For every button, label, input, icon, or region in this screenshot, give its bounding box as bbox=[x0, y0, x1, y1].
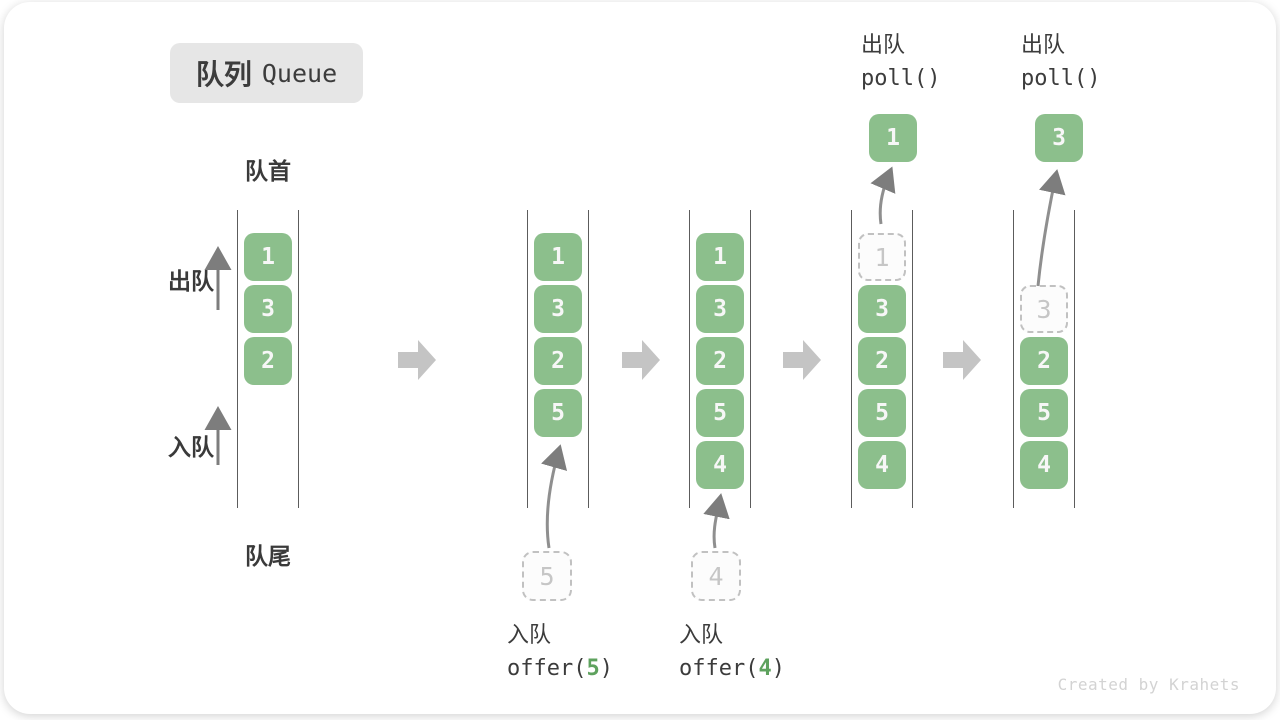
queue-cell: 4 bbox=[1020, 441, 1068, 489]
offer-5-label: 入队 offer(5) bbox=[507, 618, 613, 686]
queue-front-label: 队首 bbox=[245, 158, 291, 184]
diagram-card bbox=[4, 2, 1276, 714]
poll-1-label: 出队 poll() bbox=[861, 28, 940, 96]
offer-4-label: 入队 offer(4) bbox=[679, 618, 785, 686]
poll-1-label-zh: 出队 bbox=[861, 32, 906, 57]
polled-element-3: 3 bbox=[1035, 114, 1083, 162]
poll-3-label-zh: 出队 bbox=[1021, 32, 1066, 57]
queue-cell: 2 bbox=[1020, 337, 1068, 385]
queue-cell: 2 bbox=[696, 337, 744, 385]
queue-cell: 1 bbox=[244, 233, 292, 281]
poll-1-code: poll() bbox=[861, 66, 941, 91]
dequeue-side-label: 出队 bbox=[168, 268, 214, 294]
queue-cell: 3 bbox=[696, 285, 744, 333]
queue-cell: 4 bbox=[696, 441, 744, 489]
queue-cell: 2 bbox=[858, 337, 906, 385]
queue-cell: 3 bbox=[858, 285, 906, 333]
offer-5-label-zh: 入队 bbox=[507, 622, 552, 647]
queue-cell: 2 bbox=[244, 337, 292, 385]
queue-cell: 5 bbox=[696, 389, 744, 437]
queue-cell: 3 bbox=[244, 285, 292, 333]
title-chinese: 队列 bbox=[195, 59, 252, 90]
queue-cell: 1 bbox=[696, 233, 744, 281]
queue-cell: 3 bbox=[1020, 285, 1068, 333]
queue-cell: 3 bbox=[534, 285, 582, 333]
title-english: Queue bbox=[261, 58, 338, 88]
title-box: 队列 Queue bbox=[170, 43, 363, 103]
polled-element-1: 1 bbox=[869, 114, 917, 162]
queue-cell: 4 bbox=[858, 441, 906, 489]
poll-3-code: poll() bbox=[1021, 66, 1101, 91]
queue-cell: 1 bbox=[534, 233, 582, 281]
incoming-element-4: 4 bbox=[691, 551, 741, 601]
enqueue-side-label: 入队 bbox=[168, 434, 214, 460]
offer-5-code: offer(5) bbox=[507, 656, 613, 681]
queue-cell: 2 bbox=[534, 337, 582, 385]
incoming-element-5: 5 bbox=[522, 551, 572, 601]
offer-4-code: offer(4) bbox=[679, 656, 785, 681]
queue-rear-label: 队尾 bbox=[245, 543, 291, 569]
queue-cell: 1 bbox=[858, 233, 906, 281]
offer-4-label-zh: 入队 bbox=[679, 622, 724, 647]
queue-cell: 5 bbox=[1020, 389, 1068, 437]
queue-cell: 5 bbox=[858, 389, 906, 437]
queue-cell: 5 bbox=[534, 389, 582, 437]
watermark: Created by Krahets bbox=[1057, 675, 1240, 694]
poll-3-label: 出队 poll() bbox=[1021, 28, 1100, 96]
